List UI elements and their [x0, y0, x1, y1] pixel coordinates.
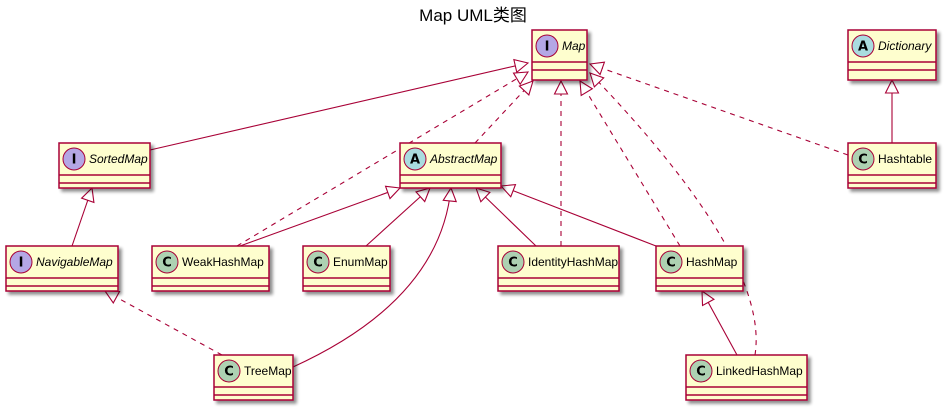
inheritance-arrowhead [442, 186, 458, 203]
class-name: LinkedHashMap [716, 364, 803, 378]
inheritance-arrowhead [579, 79, 594, 97]
class-box-hashtable: C Hashtable [847, 142, 937, 189]
inheritance-arrowhead [80, 186, 95, 204]
stereotype-letter: C [508, 256, 518, 271]
interface-stereotype-icon [9, 250, 33, 274]
class-box-treemap: C TreeMap [213, 354, 294, 401]
stereotype-letter: C [313, 256, 323, 271]
inheritance-arrowhead [384, 185, 402, 200]
stereotype-letter: A [410, 153, 420, 168]
generalization-line [239, 187, 401, 247]
class-box-map: I Map [531, 29, 588, 81]
class-stereotype-icon [501, 250, 525, 274]
class-stereotype-icon [851, 147, 875, 171]
relation-lines [71, 58, 900, 368]
realization-line [474, 80, 534, 144]
class-name: Map [562, 39, 586, 53]
inheritance-arrowhead [701, 289, 715, 307]
inheritance-arrowhead [884, 78, 900, 94]
abstract-stereotype-icon [403, 147, 427, 171]
stereotype-letter: C [162, 256, 172, 271]
generalization-line [475, 187, 537, 247]
generalization-line [500, 185, 657, 247]
class-name: SortedMap [89, 152, 148, 166]
class-box-weakhashmap: C WeakHashMap [151, 245, 270, 292]
class-box-navigablemap: I NavigableMap [5, 245, 119, 292]
inheritance-arrowhead [499, 183, 517, 198]
class-box-abstractmap: A AbstractMap [399, 142, 502, 189]
relation-treemap-to-navigablemap [103, 290, 223, 356]
class-name: WeakHashMap [182, 255, 264, 269]
inheritance-arrowhead [588, 61, 606, 76]
relation-hashtable-to-map [588, 61, 849, 156]
class-name: NavigableMap [36, 255, 113, 269]
relation-treemap-to-abstractmap [292, 186, 458, 368]
class-name: HashMap [686, 255, 738, 269]
inheritance-arrowhead [513, 58, 530, 74]
relation-identityhashmap-to-abstractmap [475, 187, 537, 247]
relation-hashmap-to-map [579, 79, 681, 247]
class-stereotype-icon [659, 250, 683, 274]
class-box-dictionary: A Dictionary [847, 29, 937, 81]
interface-stereotype-icon [535, 34, 559, 58]
relation-sortedmap-to-map [149, 58, 530, 151]
class-stereotype-icon [217, 359, 241, 383]
stereotype-letter: I [19, 256, 24, 271]
realization-line [589, 63, 849, 156]
realization-line [579, 80, 681, 247]
class-stereotype-icon [155, 250, 179, 274]
relation-weakhashmap-to-map [236, 71, 530, 247]
class-name: Dictionary [878, 39, 932, 53]
generalization-line [292, 187, 452, 368]
stereotype-letter: I [72, 153, 77, 168]
relation-linkedhashmap-to-map [589, 72, 757, 356]
class-box-sortedmap: I SortedMap [58, 142, 151, 189]
class-stereotype-icon [306, 250, 330, 274]
class-box-hashmap: C HashMap [655, 245, 744, 292]
class-box-linkedhashmap: C LinkedHashMap [685, 354, 808, 401]
inheritance-arrowhead [103, 290, 121, 304]
generalization-line [149, 62, 529, 151]
relation-hashmap-to-abstractmap [499, 183, 657, 247]
inheritance-arrowhead [414, 187, 431, 203]
stereotype-letter: I [545, 40, 550, 55]
interface-stereotype-icon [62, 147, 86, 171]
realization-line [589, 72, 757, 356]
relation-abstractmap-to-map [474, 80, 534, 144]
abstract-stereotype-icon [851, 34, 875, 58]
relation-enummap-to-abstractmap [365, 187, 431, 247]
class-name: TreeMap [244, 364, 292, 378]
realization-line [104, 290, 223, 356]
inheritance-arrowhead [475, 187, 491, 203]
class-box-enummap: C EnumMap [302, 245, 391, 292]
class-name: IdentityHashMap [528, 255, 618, 269]
class-box-identityhashmap: C IdentityHashMap [497, 245, 620, 292]
class-stereotype-icon [689, 359, 713, 383]
stereotype-letter: C [666, 256, 676, 271]
relation-hashtable-to-dictionary [884, 78, 900, 143]
realization-line [236, 71, 529, 247]
generalization-line [365, 187, 431, 247]
relation-navigablemap-to-sortedmap [71, 186, 95, 247]
inheritance-arrowhead [518, 80, 534, 96]
stereotype-letter: C [696, 365, 706, 380]
inheritance-arrowhead [512, 71, 530, 86]
class-name: Hashtable [878, 152, 932, 166]
stereotype-letter: A [858, 40, 868, 55]
relation-linkedhashmap-to-hashmap [701, 289, 738, 356]
class-name: AbstractMap [429, 152, 498, 166]
class-name: EnumMap [333, 255, 388, 269]
diagram-title: Map UML类图 [419, 6, 527, 25]
relation-weakhashmap-to-abstractmap [239, 185, 402, 247]
stereotype-letter: C [224, 365, 234, 380]
inheritance-arrowhead [553, 79, 569, 95]
relation-identityhashmap-to-map [553, 79, 569, 246]
inheritance-arrowhead [589, 72, 605, 88]
stereotype-letter: C [858, 153, 868, 168]
